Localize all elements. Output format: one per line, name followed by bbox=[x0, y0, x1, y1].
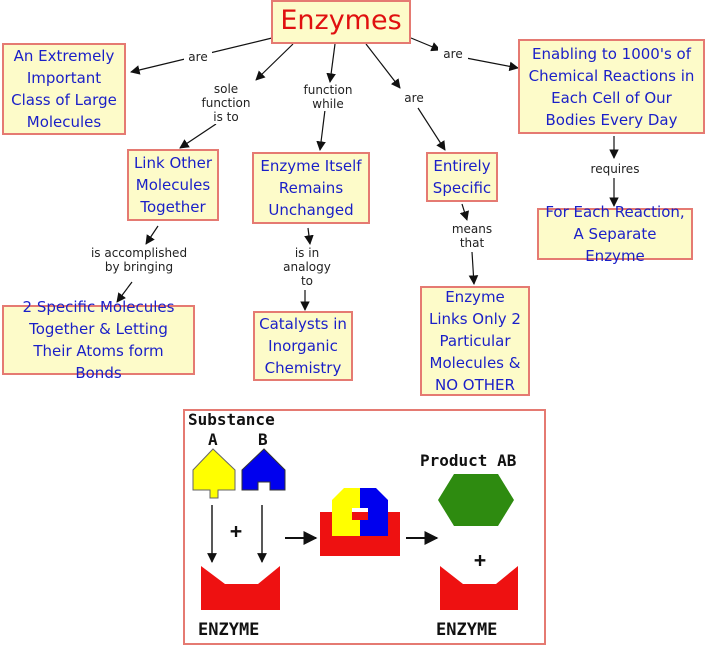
link-analogy: is in analogy to bbox=[280, 246, 334, 288]
node-unchanged: Enzyme Itself Remains Unchanged bbox=[252, 152, 370, 224]
complex-b-part bbox=[360, 488, 388, 536]
arrow-are-right-2 bbox=[465, 57, 519, 72]
link-accomplished: is accomplished by bringing bbox=[86, 246, 192, 274]
link-means: means that bbox=[448, 222, 496, 250]
map-title: Enzymes bbox=[271, 0, 411, 44]
link-function-while: function while bbox=[298, 83, 358, 111]
node-enabling: Enabling to 1000's of Chemical Reactions… bbox=[518, 39, 705, 134]
node-catalysts: Catalysts in Inorganic Chemistry bbox=[253, 311, 353, 381]
arrow-accomplished-2 bbox=[116, 281, 133, 303]
enzyme-label-1: ENZYME bbox=[198, 620, 260, 640]
substance-b-shape bbox=[241, 448, 286, 491]
complex-a-part bbox=[332, 488, 360, 536]
substance-a-shape bbox=[192, 448, 236, 499]
enzyme-label-2: ENZYME bbox=[436, 620, 498, 640]
arrow-accomplished bbox=[145, 225, 159, 245]
node-separate-enzyme: For Each Reaction, A Separate Enzyme bbox=[537, 203, 693, 265]
substance-b-label: B bbox=[258, 430, 268, 449]
arrow-analogy bbox=[304, 227, 314, 245]
node-important-class: An Extremely Important Class of Large Mo… bbox=[2, 43, 126, 135]
enzyme-shape-2 bbox=[440, 566, 518, 610]
arrow-are-right bbox=[410, 37, 441, 52]
arrow-sole-function bbox=[255, 43, 294, 81]
link-are-left: are bbox=[184, 50, 212, 64]
enzyme-shape-1 bbox=[201, 566, 280, 610]
plus-sign-1: + bbox=[230, 519, 243, 543]
link-are-mid: are bbox=[399, 91, 429, 105]
node-bringing: 2 Specific Molecules Together & Letting … bbox=[2, 298, 195, 382]
node-link-molecules: Link Other Molecules Together bbox=[127, 149, 219, 221]
arrow-are-mid-2 bbox=[417, 107, 446, 151]
arrow-function-while-2 bbox=[316, 109, 326, 151]
arrow-are-mid bbox=[365, 43, 401, 89]
node-specific: Entirely Specific bbox=[426, 152, 498, 202]
link-sole-function: sole function is to bbox=[196, 82, 256, 124]
arrow-means bbox=[459, 203, 470, 221]
plus-sign-2: + bbox=[474, 548, 487, 572]
node-links-only: Enzyme Links Only 2 Particular Molecules… bbox=[420, 286, 530, 396]
substance-label: Substance bbox=[188, 410, 275, 429]
link-requires: requires bbox=[584, 162, 646, 176]
arrow-means-2 bbox=[468, 251, 479, 285]
arrow-sole-function-2 bbox=[179, 123, 217, 149]
product-ab-shape bbox=[438, 474, 514, 526]
substance-a-label: A bbox=[208, 430, 218, 449]
product-label: Product AB bbox=[420, 451, 517, 470]
arrow-function-while bbox=[326, 43, 336, 83]
link-are-right: are bbox=[438, 47, 468, 61]
